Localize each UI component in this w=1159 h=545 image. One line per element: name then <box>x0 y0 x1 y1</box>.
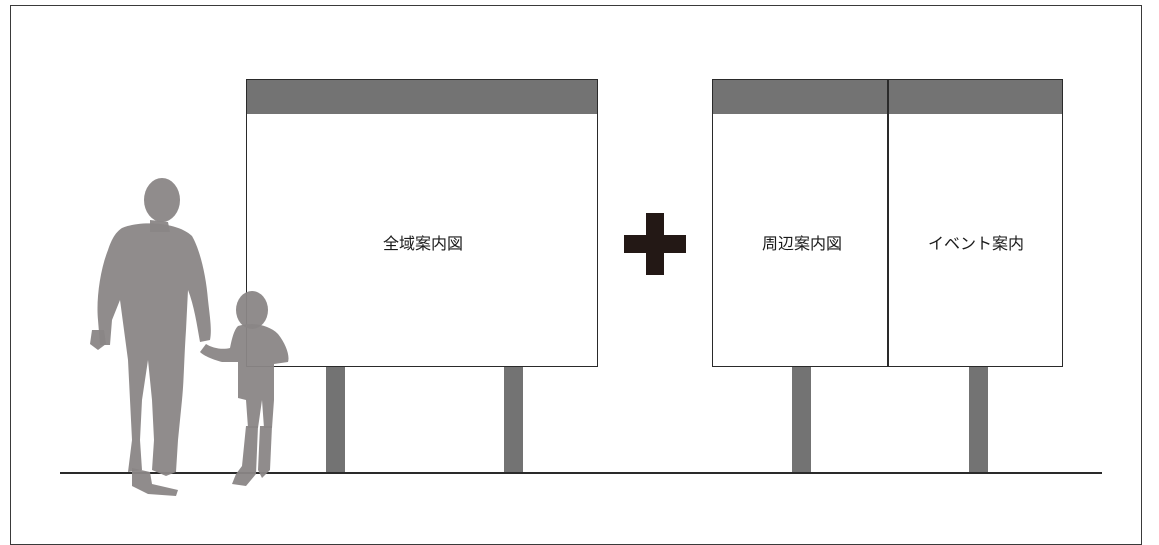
right-board-right-label: イベント案内 <box>927 234 1025 253</box>
left-board-post-right <box>504 366 523 473</box>
right-board-post-right <box>969 366 988 473</box>
child-silhouette <box>200 291 289 486</box>
right-board: 周辺案内図 イベント案内 <box>712 79 1063 367</box>
left-board-label: 全域案内図 <box>382 234 464 253</box>
right-board-post-left <box>792 366 811 473</box>
ground-line <box>60 472 1102 474</box>
right-board-divider <box>887 80 889 366</box>
adult-and-child-silhouette <box>90 178 289 496</box>
adult-silhouette <box>90 178 211 496</box>
left-board-header <box>247 80 597 114</box>
left-board-post-left <box>326 366 345 473</box>
right-board-left-label: 周辺案内図 <box>761 234 843 253</box>
left-board: 全域案内図 <box>246 79 598 367</box>
